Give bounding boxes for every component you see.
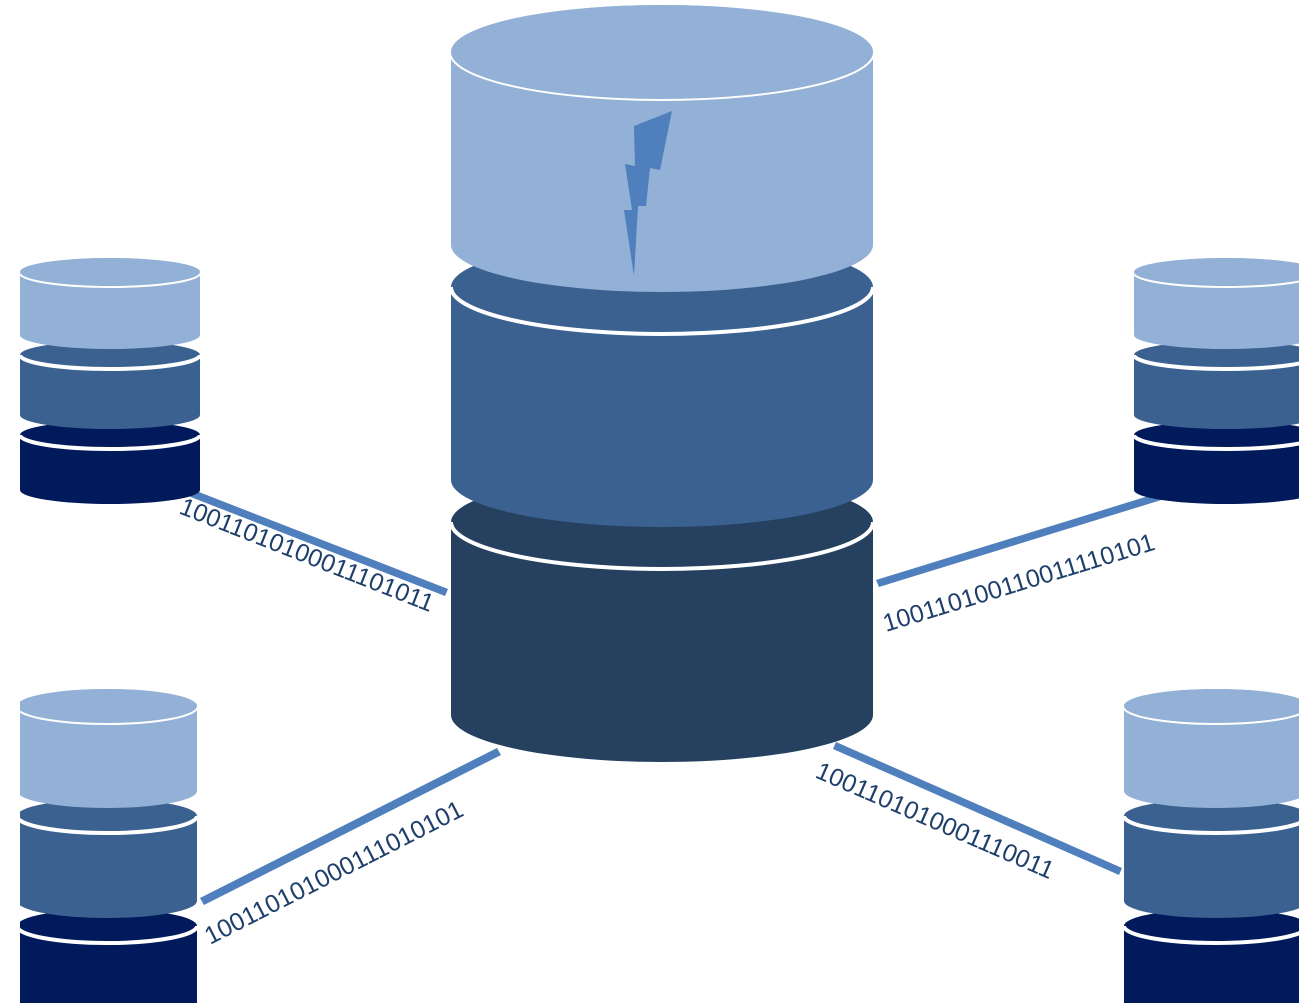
database-top-left-tier-2 — [20, 341, 200, 429]
database-top-right-top-cap — [1134, 258, 1299, 286]
database-top-right-rim-2 — [1132, 354, 1299, 371]
database-bottom-left — [20, 689, 199, 1003]
connector-bottom-right — [833, 742, 1122, 875]
database-top-right-tier-3 — [1134, 421, 1299, 504]
connector-bottom-left — [200, 748, 501, 905]
database-top-left-rim-2 — [20, 354, 202, 371]
database-bottom-left-tier-2 — [20, 799, 197, 918]
database-bottom-right-rim-2 — [1122, 815, 1299, 835]
connector-top-right — [876, 490, 1171, 587]
database-bottom-right-tier-3 — [1124, 909, 1299, 1003]
database-top-left — [20, 258, 202, 504]
lightning-bolt-icon — [624, 111, 672, 276]
database-bottom-right-tier-2 — [1124, 799, 1299, 918]
central-database-rim-2 — [449, 286, 875, 336]
databases — [20, 5, 1299, 1003]
central-database-tier-2 — [451, 240, 873, 527]
database-top-right-rim-3 — [1132, 434, 1299, 451]
binary-label-bottom-left: 100110101000111010101 — [200, 795, 468, 950]
binary-label-top-left: 10011010100011101011 — [176, 493, 438, 618]
central-database-rim-3 — [449, 521, 875, 571]
database-bottom-right-rim-3 — [1122, 925, 1299, 945]
central-database-top-cap — [451, 5, 873, 99]
database-bottom-left-rim-2 — [20, 815, 199, 835]
database-top-left-rim-3 — [20, 434, 202, 451]
connector-top-left — [183, 487, 448, 596]
database-bottom-left-rim-3 — [20, 925, 199, 945]
central-database-tier-3 — [451, 475, 873, 762]
database-bottom-right-top-cap — [1124, 689, 1299, 723]
database-top-left-top-cap — [20, 258, 200, 286]
database-bottom-left-top-cap — [20, 689, 197, 723]
database-top-right — [1132, 258, 1299, 504]
database-bottom-left-tier-3 — [20, 909, 197, 1003]
database-top-left-tier-3 — [20, 421, 200, 504]
binary-label-top-right: 100110100110011110101 — [880, 528, 1159, 637]
binary-label-bottom-right: 1001101010001110011 — [812, 757, 1059, 885]
connector-lines — [183, 487, 1171, 905]
database-top-right-tier-2 — [1134, 341, 1299, 429]
database-bottom-right — [1122, 689, 1299, 1003]
